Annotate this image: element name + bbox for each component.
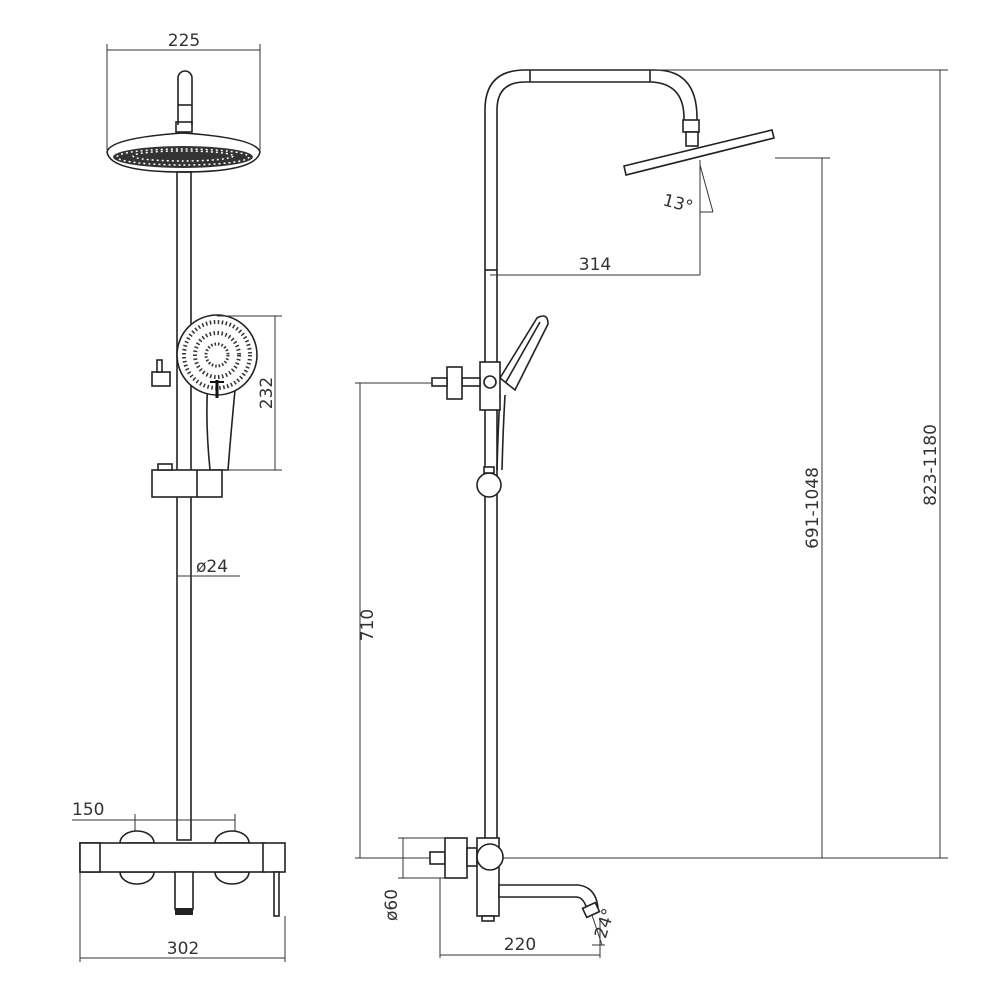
dimension-holder-height: 710 — [355, 382, 432, 858]
rain-shower-head — [106, 132, 261, 173]
dimension-inlet-spacing: 150 — [72, 800, 236, 840]
arm-reach-label: 314 — [579, 255, 611, 275]
riser-pipe-outer — [484, 69, 698, 840]
inlet-spacing-label: 150 — [72, 800, 104, 820]
dimension-flange-diameter: ø60 — [382, 837, 445, 921]
dimension-head-height: 691-1048 — [775, 157, 830, 858]
hand-shower-front — [151, 314, 258, 471]
bath-mixer-front — [79, 830, 286, 917]
dimension-rail-diameter: ø24 — [177, 557, 240, 577]
dimension-arm-reach: 314 — [490, 255, 700, 276]
mixer-width-label: 302 — [167, 939, 199, 959]
head-angle-label: 13° — [661, 191, 695, 218]
hand-shower-height-label: 232 — [257, 377, 277, 409]
spout-reach-label: 220 — [504, 935, 536, 955]
arm-connector — [175, 121, 193, 133]
bath-mixer-side — [429, 837, 601, 922]
slider-holder — [151, 463, 223, 498]
rail-diameter-label: ø24 — [196, 557, 228, 577]
head-height-label: 691-1048 — [803, 467, 823, 549]
head-width-label: 225 — [168, 31, 200, 51]
side-view: 13° 314 710 691-1048 — [355, 69, 948, 958]
rail-bracket — [476, 472, 502, 498]
dimension-hand-shower-height: 232 — [217, 315, 282, 471]
dimension-head-width: 225 — [106, 31, 261, 150]
head-connector — [682, 119, 700, 133]
dimension-head-angle: 13° — [661, 160, 714, 275]
total-height-label: 823-1180 — [921, 424, 941, 506]
dimension-total-height: 823-1180 — [655, 69, 948, 858]
dimension-spout-reach: 220 — [439, 878, 601, 958]
riser-pipe-inner — [496, 81, 685, 840]
flange-diameter-label: ø60 — [382, 889, 402, 921]
dimension-mixer-width: 302 — [79, 872, 286, 962]
shower-arm — [177, 70, 193, 125]
hand-shower-side — [431, 315, 549, 471]
slide-rail — [176, 171, 192, 841]
rain-shower-head-side — [623, 129, 775, 176]
front-view: 225 232 — [72, 31, 286, 962]
holder-height-label: 710 — [358, 609, 378, 641]
